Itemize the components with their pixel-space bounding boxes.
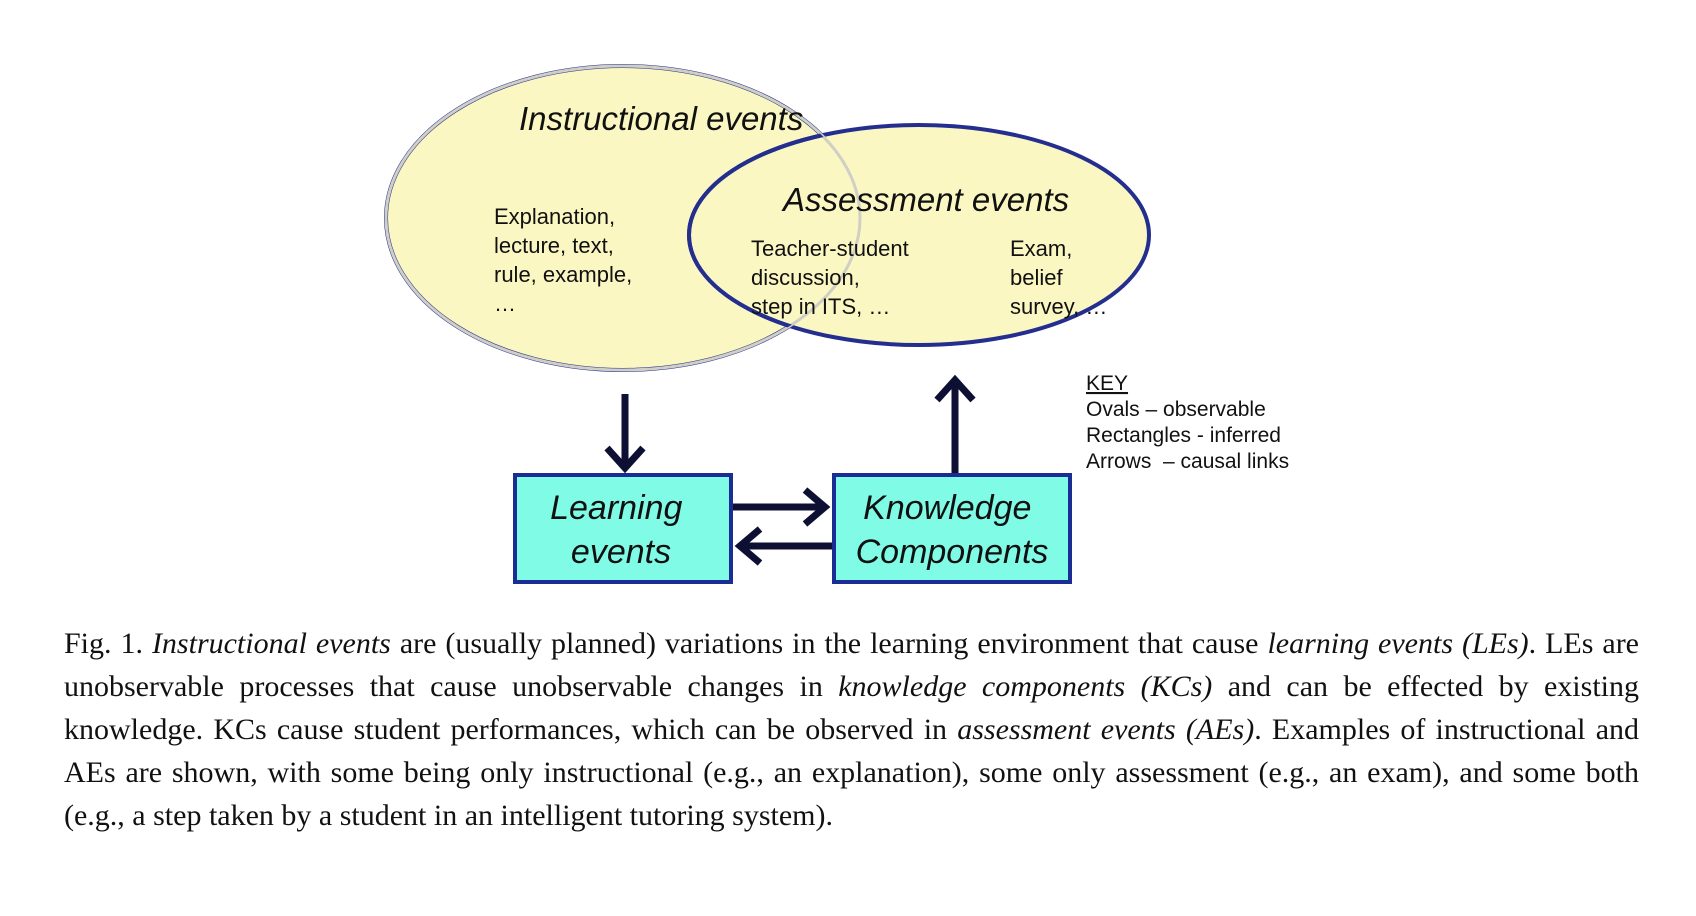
caption-term-learning-events: learning events (LEs) [1267,627,1529,660]
key-lines: Ovals – observable Rectangles - inferred… [1086,398,1289,473]
learning-events-box [513,473,733,584]
knowledge-components-label: Knowledge Components [856,489,1049,571]
caption-text: . Examples of instructional and AEs are … [64,713,1640,832]
instructional-examples: Explanation, lecture, text, rule, exampl… [494,204,638,316]
caption-text: . LEs are unobservable processes that ca… [64,627,1640,703]
learning-events-label: Learning events [550,489,692,571]
caption-term-assessment-events: assessment events (AEs) [957,713,1255,746]
knowledge-components-box [832,473,1072,584]
arrowhead-learning-to-knowledge [802,487,831,527]
figure-caption: Fig. 1. Instructional events are (usuall… [64,622,1639,837]
overlap-examples: Teacher-student discussion, step in ITS,… [751,236,915,319]
caption-term-instructional-events: Instructional events [151,627,391,660]
assessment-oval-inner-edge [687,123,860,347]
assessment-examples: Exam, belief survey, … [1010,236,1107,319]
caption-label: Fig. 1. [64,627,152,660]
arrowhead-instructional-to-learning [604,445,646,474]
causal-arrows [604,374,976,566]
assessment-events-title: Assessment events [781,181,1069,218]
arrowhead-knowledge-to-assessment [934,374,976,403]
instructional-events-title: Instructional events [519,100,803,137]
caption-text: and can be effected by existing knowledg… [64,670,1639,746]
figure-diagram: Instructional events Explanation, lectur… [384,64,1289,584]
arrowhead-knowledge-to-learning [734,526,763,566]
caption-text: are (usually planned) variations in the … [390,627,1268,660]
key-title: KEY [1086,372,1128,395]
caption-term-knowledge-components: knowledge components (KCs) [838,670,1213,703]
overlap-outline [384,64,862,372]
